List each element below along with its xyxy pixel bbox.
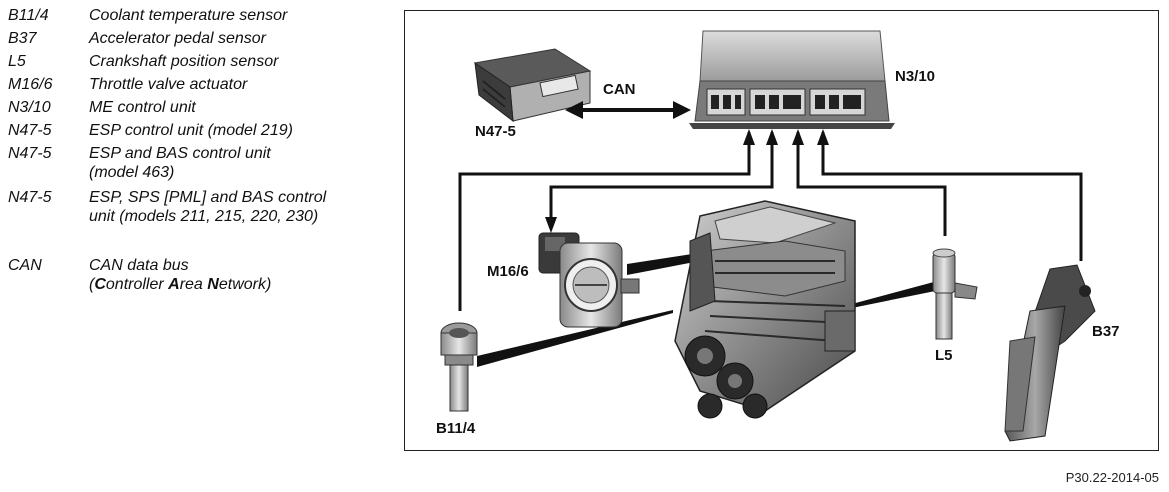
b37-label: B37 bbox=[1092, 323, 1120, 340]
arrowhead-icon bbox=[817, 129, 829, 145]
legend-desc: Throttle valve actuator bbox=[89, 76, 248, 93]
arrowhead-icon bbox=[792, 129, 804, 145]
legend-desc: ESP and BAS control unit (model 463) bbox=[89, 144, 389, 182]
legend-desc-line1: ESP and BAS control unit bbox=[89, 145, 271, 162]
arrowhead-icon bbox=[743, 129, 755, 145]
legend-code: B37 bbox=[8, 30, 37, 47]
arrowhead-icon bbox=[545, 217, 557, 233]
n47-5-label: N47-5 bbox=[475, 123, 516, 140]
can-acronym-part: A bbox=[168, 276, 180, 293]
can-acronym-part: rea bbox=[179, 276, 208, 293]
legend-desc: CAN data bus (Controller Area Network) bbox=[89, 256, 389, 294]
wire-arrowheads bbox=[545, 129, 829, 233]
can-label: CAN bbox=[603, 81, 636, 98]
legend-code: M16/6 bbox=[8, 76, 53, 93]
l5-crankshaft-sensor-icon bbox=[932, 248, 978, 340]
wire-l5 bbox=[796, 132, 947, 236]
diagram-frame: CAN N3/10 N47-5 M16/6 B11/4 L5 B37 bbox=[404, 10, 1159, 451]
b11-4-label: B11/4 bbox=[436, 420, 476, 437]
wire-m16-6 bbox=[549, 132, 774, 223]
legend-desc-line2: unit (models 211, 215, 220, 230) bbox=[89, 208, 319, 225]
legend-code: L5 bbox=[8, 53, 26, 70]
can-acronym-part: etwork) bbox=[218, 276, 272, 293]
legend-desc-line1: CAN data bus bbox=[89, 257, 189, 274]
b37-accelerator-pedal-icon bbox=[1004, 264, 1096, 442]
can-acronym-part: ( bbox=[89, 276, 95, 293]
n3-10-ecu-icon bbox=[689, 30, 895, 129]
engine-block-icon bbox=[674, 200, 856, 419]
leader-l5 bbox=[837, 279, 945, 311]
can-acronym-part: ontroller bbox=[105, 276, 169, 293]
m16-6-throttle-actuator-icon bbox=[538, 232, 640, 328]
m16-6-label: M16/6 bbox=[487, 263, 529, 280]
wire-b11-4 bbox=[458, 132, 751, 311]
legend-code: N47-5 bbox=[8, 145, 52, 162]
legend-code: N47-5 bbox=[8, 122, 52, 139]
legend-desc-line2: (model 463) bbox=[89, 164, 175, 181]
legend-desc: Crankshaft position sensor bbox=[89, 53, 279, 70]
n3-10-label: N3/10 bbox=[895, 68, 936, 85]
b11-4-coolant-sensor-icon bbox=[440, 322, 478, 412]
signal-wires bbox=[458, 132, 1083, 311]
legend-code: N47-5 bbox=[8, 189, 52, 206]
wiring-diagram bbox=[440, 30, 1096, 442]
legend-desc: Coolant temperature sensor bbox=[89, 7, 288, 24]
can-acronym-part: C bbox=[94, 276, 106, 293]
legend-desc: ME control unit bbox=[89, 99, 196, 116]
can-acronym-part: N bbox=[207, 276, 219, 293]
arrowhead-icon bbox=[766, 129, 778, 145]
wire-b37 bbox=[821, 132, 1083, 261]
figure-id: P30.22-2014-05 bbox=[1065, 470, 1159, 485]
legend-can-acronym: (Controller Area Network) bbox=[89, 276, 271, 293]
legend-desc: Accelerator pedal sensor bbox=[89, 30, 266, 47]
legend-desc: ESP, SPS [PML] and BAS control unit (mod… bbox=[89, 188, 389, 226]
can-bus-arrow-icon bbox=[565, 101, 691, 119]
n47-5-esp-unit-icon bbox=[473, 48, 592, 123]
legend-code: CAN bbox=[8, 257, 42, 274]
leader-b11-4 bbox=[477, 310, 673, 367]
legend-code: B11/4 bbox=[8, 7, 49, 24]
l5-label: L5 bbox=[935, 347, 953, 364]
legend-code: N3/10 bbox=[8, 99, 51, 116]
legend-desc-line1: ESP, SPS [PML] and BAS control bbox=[89, 189, 327, 206]
legend-desc: ESP control unit (model 219) bbox=[89, 122, 293, 139]
